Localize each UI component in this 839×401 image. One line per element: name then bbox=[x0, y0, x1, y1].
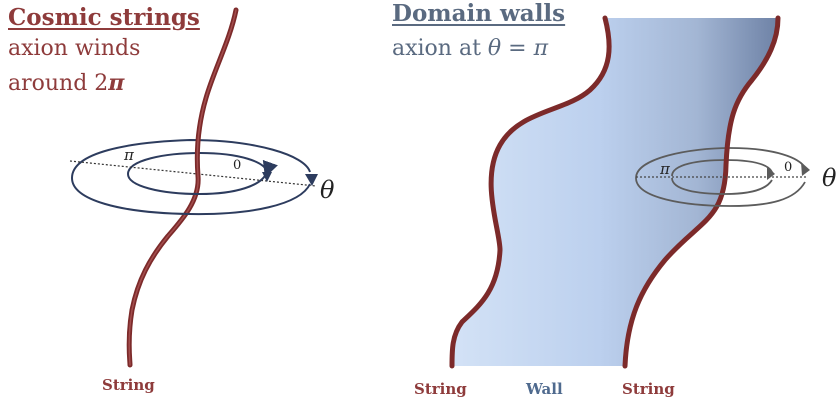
cosmic-strings-subtitle-line1: axion winds bbox=[8, 36, 141, 61]
right-theta-axis-label: θ bbox=[822, 164, 837, 192]
cosmic-strings-subtitle-line2: around 2π bbox=[8, 68, 124, 99]
right-outer-arrow bbox=[801, 162, 810, 176]
subtitle-axion-at: axion at bbox=[392, 36, 488, 61]
subtitle-pi: π bbox=[533, 36, 549, 61]
left-string-label: String bbox=[102, 376, 155, 394]
domain-walls-title: Domain walls bbox=[392, 0, 566, 27]
right-loop-zero-label: 0 bbox=[784, 160, 793, 175]
inner-loop-back bbox=[127, 151, 268, 175]
outer-loop-back bbox=[71, 138, 311, 179]
right-string-label-right: String bbox=[622, 380, 675, 398]
right-string-label-left: String bbox=[414, 380, 467, 398]
domain-walls-subtitle: axion at θ = π bbox=[392, 34, 548, 64]
left-loop-pi-label: π bbox=[124, 146, 134, 164]
right-inner-arrow bbox=[767, 166, 775, 180]
inner-loop-arrow bbox=[262, 172, 272, 182]
right-inner-loop-front bbox=[671, 177, 773, 195]
wall-surface bbox=[452, 18, 778, 366]
left-theta-axis-label: θ bbox=[320, 176, 335, 204]
cosmic-string-group bbox=[69, 7, 318, 368]
subtitle-around-text: around 2 bbox=[8, 71, 109, 96]
cosmic-strings-title: Cosmic strings bbox=[8, 4, 200, 31]
left-loop-zero-label: 0 bbox=[233, 158, 242, 173]
wall-right-string bbox=[622, 15, 781, 369]
domain-wall-group bbox=[449, 15, 810, 369]
inner-loop-front bbox=[127, 159, 278, 196]
wall-left-string bbox=[449, 15, 612, 369]
subtitle-pi-symbol: π bbox=[108, 70, 125, 96]
outer-loop-front bbox=[71, 177, 311, 216]
outer-loop-arrow bbox=[305, 174, 318, 186]
right-outer-loop-front bbox=[635, 177, 806, 207]
subtitle-equals: = bbox=[501, 36, 534, 61]
right-loop-pi-label: π bbox=[660, 160, 670, 178]
theta-axis-line bbox=[69, 160, 317, 187]
subtitle-theta-symbol: θ bbox=[487, 36, 502, 61]
right-outer-loop-back bbox=[635, 147, 806, 179]
wall-label: Wall bbox=[526, 380, 563, 398]
